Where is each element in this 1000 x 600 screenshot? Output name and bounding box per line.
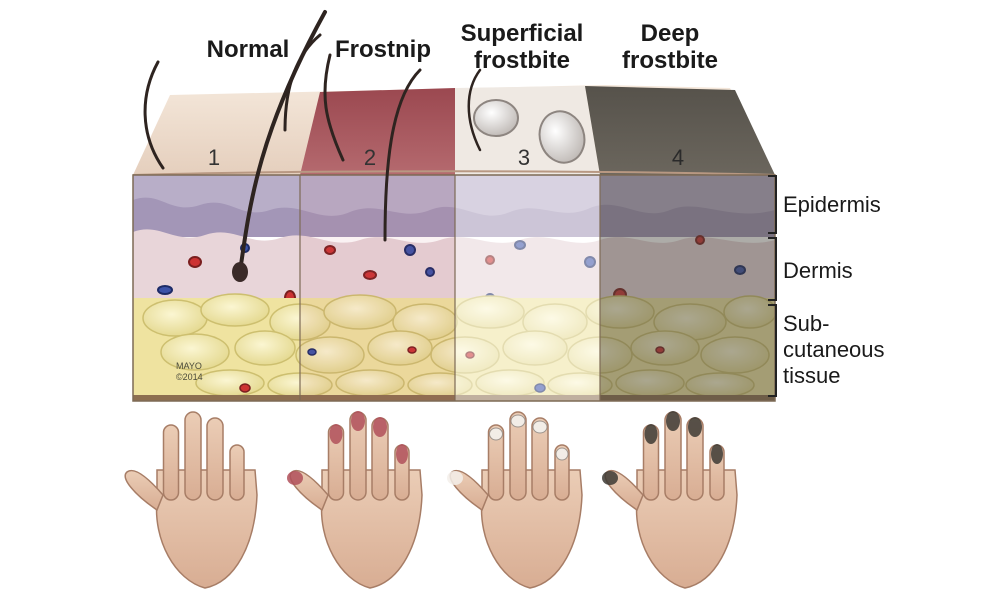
stage-number-3: 3: [517, 145, 531, 170]
stage-label-normal: Normal: [206, 36, 290, 63]
deep-surface: [585, 86, 775, 175]
credit-line-1: MAYO: [176, 361, 202, 371]
frostnip-zone: [300, 175, 455, 401]
stage-dividers: [299, 175, 601, 401]
stage-label-frostnip: Frostnip: [335, 36, 431, 63]
subcutaneous-layer: [133, 293, 777, 401]
deep-zone: [600, 175, 775, 401]
layer-label-subcutaneous: Sub- cutaneous tissue: [783, 311, 885, 388]
layer-label-dermis: Dermis: [783, 258, 853, 283]
stage-label-superficial: Superficial frostbite: [460, 20, 584, 74]
hand-superficial: [447, 411, 583, 589]
hand-normal: [124, 411, 258, 589]
hand-frostnip: [287, 411, 423, 589]
stage-number-2: 2: [363, 145, 377, 170]
epidermis-layer: [133, 175, 775, 237]
hands-row: [124, 411, 738, 589]
superficial-zone: [455, 175, 600, 401]
stage-number-4: 4: [671, 145, 685, 170]
hair-strands: [143, 10, 482, 274]
hair-follicle: [232, 262, 248, 282]
hand-deep: [602, 411, 738, 589]
blister-icon: [473, 99, 586, 164]
stage-number-1: 1: [207, 145, 221, 170]
mayo-credit: MAYO ©2014: [176, 361, 203, 383]
layer-brackets: [768, 175, 777, 397]
skin-top-surface: [132, 85, 776, 176]
stage-label-deep: Deep frostbite: [622, 20, 718, 74]
layer-label-epidermis: Epidermis: [783, 192, 881, 217]
credit-line-2: ©2014: [176, 372, 203, 382]
